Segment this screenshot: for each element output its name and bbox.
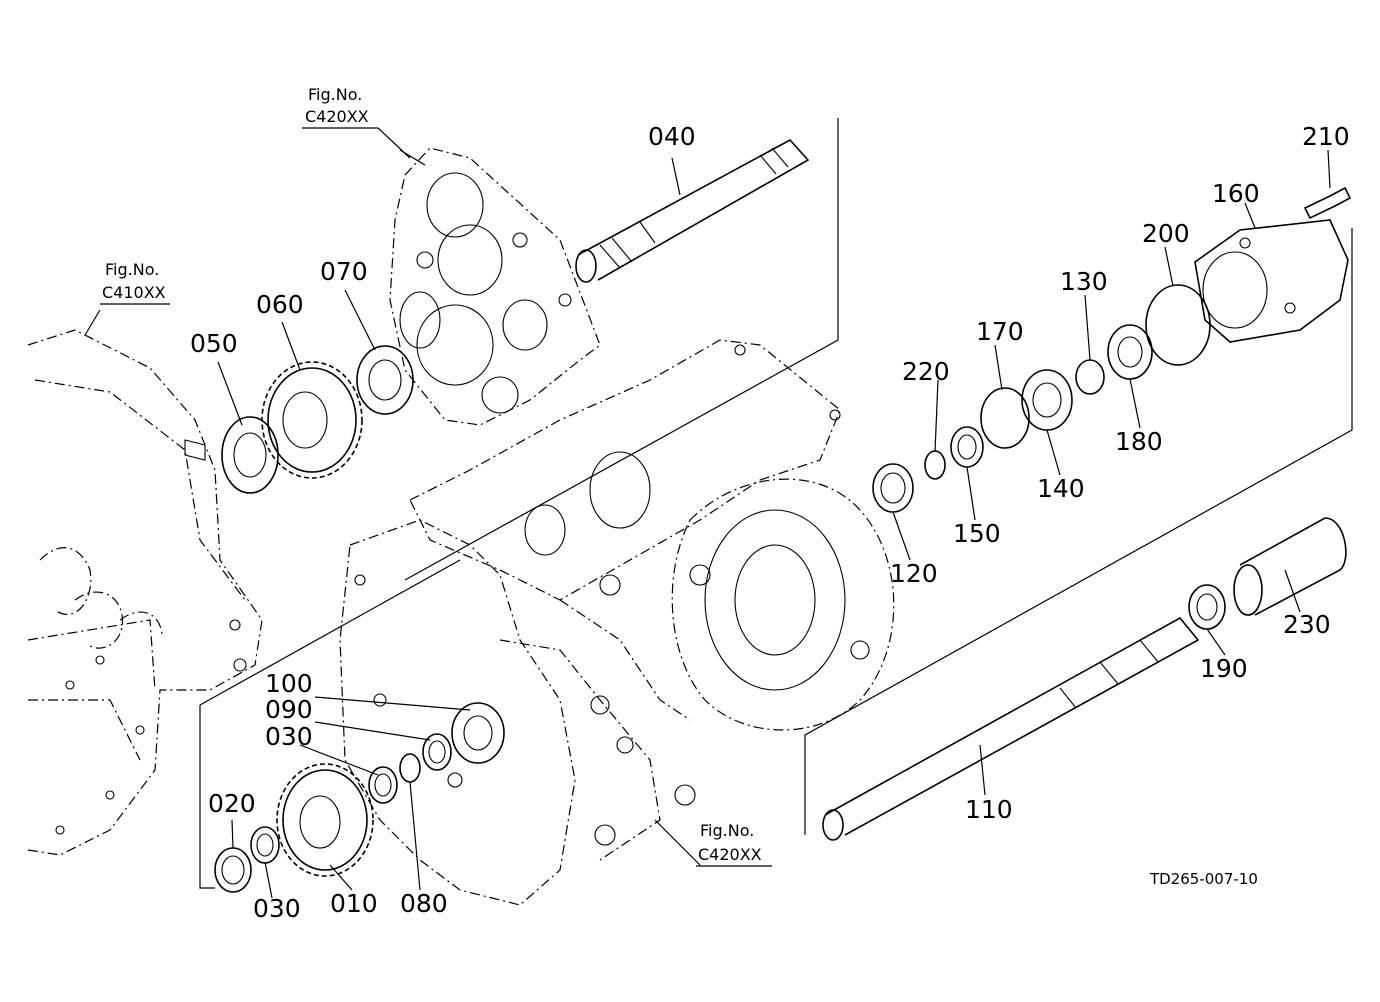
needle-bearing-030-lower [250,826,280,864]
bearing-plate-c420xx [389,147,601,426]
needle-bearing-120 [872,463,914,513]
collar-090 [422,733,452,771]
part-label-220: 220 [902,357,950,386]
part-label-020: 020 [208,789,256,818]
part-label-130: 130 [1060,267,1108,296]
shaft-110 [822,616,1200,841]
part-label-030-lower: 030 [253,894,301,923]
part-label-190: 190 [1200,654,1248,683]
snap-ring-080 [399,753,421,783]
assembly-guide-lines [199,118,1353,889]
transmission-case [339,339,895,906]
part-label-080: 080 [400,889,448,918]
part-label-050: 050 [190,329,238,358]
snap-ring-170 [980,387,1030,449]
part-label-040: 040 [648,122,696,151]
part-label-230: 230 [1283,610,1331,639]
bearing-100 [451,702,505,764]
fig-ref-line2: C420XX [698,845,762,864]
needle-bearing-030-upper [368,766,398,804]
cover-160 [1194,219,1349,343]
fig-ref-c420xx-bottom: Fig.No. C420XX [696,821,772,867]
part-label-120: 120 [890,559,938,588]
fig-ref-line2: C420XX [305,107,369,126]
fig-ref-line1: Fig.No. [105,260,159,279]
part-label-090: 090 [265,695,313,724]
part-label-180: 180 [1115,427,1163,456]
fig-ref-line1: Fig.No. [700,821,754,840]
part-label-010: 010 [330,889,378,918]
snap-ring-220 [924,450,946,480]
part-label-200: 200 [1142,219,1190,248]
part-label-060: 060 [256,290,304,319]
left-housing-c410xx [27,329,263,856]
drawing-code: TD265-007-10 [1149,870,1258,888]
washer-020 [214,847,252,893]
sleeve-230 [1233,517,1347,616]
oil-seal-190 [1188,584,1226,630]
part-label-070: 070 [320,257,368,286]
part-labels: 040 070 060 050 100 090 030 020 030 010 … [190,122,1350,923]
part-label-100: 100 [265,669,313,698]
fig-ref-line2: C410XX [102,283,166,302]
gear-010 [276,763,374,877]
part-label-140: 140 [1037,474,1085,503]
collar-130 [1075,359,1105,395]
fig-ref-c420xx-top: Fig.No. C420XX [302,85,411,159]
bearing-180 [1107,324,1153,380]
bearing-140 [1021,369,1073,431]
fig-ref-line1: Fig.No. [308,85,362,104]
fig-ref-c410xx: Fig.No. C410XX [100,260,170,305]
label-leaders [84,149,1331,899]
bolt-210 [1303,186,1352,220]
collar-150 [950,426,984,468]
bearing-070 [356,345,414,415]
part-label-150: 150 [953,519,1001,548]
part-label-030-upper: 030 [265,722,313,751]
part-label-210: 210 [1302,122,1350,151]
part-label-170: 170 [976,317,1024,346]
bearing-050 [221,416,279,494]
part-label-160: 160 [1212,179,1260,208]
shaft-040 [575,138,810,283]
part-label-110: 110 [965,795,1013,824]
gear-060 [261,361,363,479]
